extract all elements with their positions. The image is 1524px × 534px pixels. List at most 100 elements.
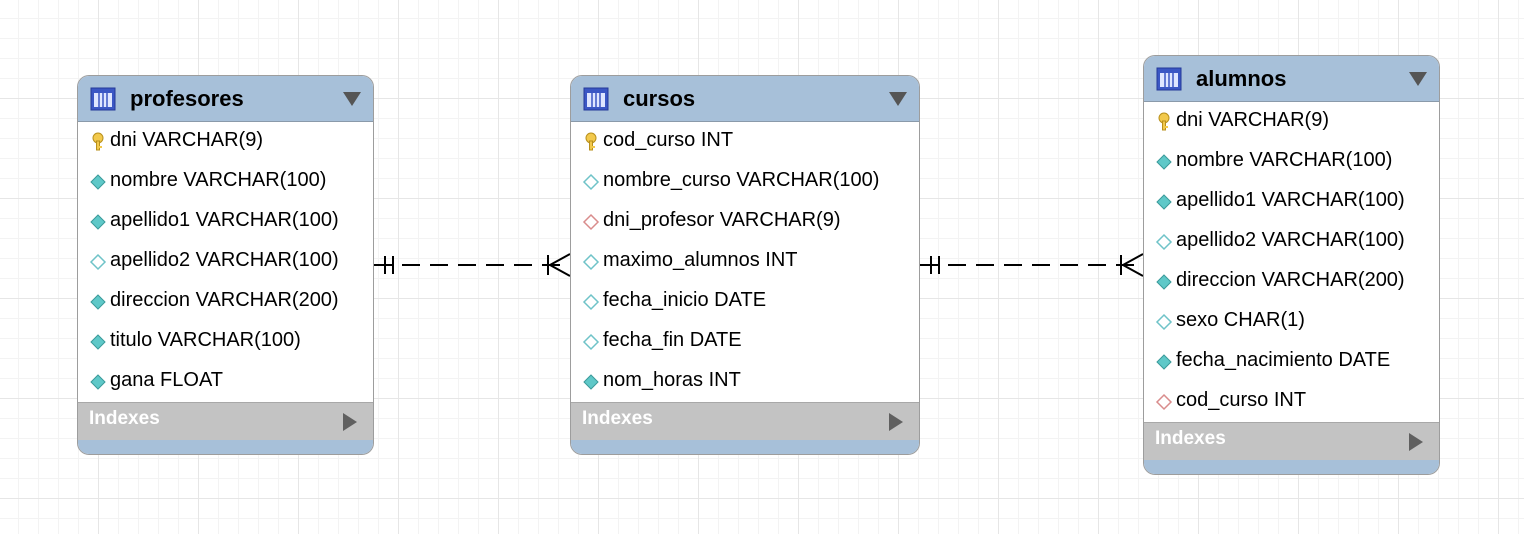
crows-foot: [1120, 253, 1144, 277]
column-row[interactable]: nombre VARCHAR(100): [1144, 142, 1439, 182]
column-label: apellido1 VARCHAR(100): [1176, 189, 1405, 211]
expand-arrow-icon[interactable]: [1409, 433, 1423, 451]
filled-diamond-icon: [1156, 274, 1172, 290]
column-row[interactable]: dni VARCHAR(9): [1144, 102, 1439, 142]
table-footer: [571, 440, 919, 454]
column-label: nom_horas INT: [603, 369, 741, 391]
table-name: profesores: [130, 86, 244, 111]
column-row[interactable]: fecha_fin DATE: [571, 322, 919, 362]
filled-diamond-icon: [1156, 354, 1172, 370]
column-row[interactable]: cod_curso INT: [571, 122, 919, 162]
filled-diamond-icon: [1156, 194, 1172, 210]
filled-diamond-icon: [583, 374, 599, 390]
column-label: fecha_nacimiento DATE: [1176, 349, 1391, 371]
table-footer: [1144, 460, 1439, 474]
column-row[interactable]: nombre_curso VARCHAR(100): [571, 162, 919, 202]
column-label: nombre_curso VARCHAR(100): [603, 169, 880, 191]
collapse-triangle-icon[interactable]: [343, 92, 361, 106]
column-row[interactable]: fecha_nacimiento DATE: [1144, 342, 1439, 382]
hollow-diamond-icon: [582, 333, 600, 351]
column-label: sexo CHAR(1): [1176, 309, 1305, 331]
column-label: titulo VARCHAR(100): [110, 329, 301, 351]
table-icon: [1156, 67, 1182, 91]
relationship-cursos-alumnos[interactable]: [920, 253, 1144, 277]
collapse-triangle-icon[interactable]: [889, 92, 907, 106]
indexes-section[interactable]: Indexes: [78, 402, 373, 440]
primary-key-icon: [585, 132, 597, 151]
primary-key-icon: [1158, 112, 1170, 131]
column-label: apellido2 VARCHAR(100): [110, 249, 339, 271]
column-row[interactable]: maximo_alumnos INT: [571, 242, 919, 282]
table-footer: [78, 440, 373, 454]
indexes-label: Indexes: [1155, 428, 1226, 449]
column-row[interactable]: apellido1 VARCHAR(100): [1144, 182, 1439, 222]
table-icon: [90, 87, 116, 111]
column-label: apellido2 VARCHAR(100): [1176, 229, 1405, 251]
column-row[interactable]: dni VARCHAR(9): [78, 122, 373, 162]
column-row[interactable]: fecha_inicio DATE: [571, 282, 919, 322]
table-header[interactable]: alumnos: [1144, 56, 1439, 102]
column-row[interactable]: gana FLOAT: [78, 362, 373, 402]
column-label: dni_profesor VARCHAR(9): [603, 209, 841, 231]
column-label: nombre VARCHAR(100): [110, 169, 327, 191]
column-label: dni VARCHAR(9): [1176, 109, 1329, 131]
indexes-label: Indexes: [89, 408, 160, 429]
indexes-label: Indexes: [582, 408, 653, 429]
column-row[interactable]: apellido2 VARCHAR(100): [1144, 222, 1439, 262]
filled-diamond-icon: [90, 294, 106, 310]
column-label: nombre VARCHAR(100): [1176, 149, 1393, 171]
filled-diamond-icon: [90, 334, 106, 350]
hollow-diamond-icon: [1155, 233, 1173, 251]
column-label: fecha_inicio DATE: [603, 289, 767, 311]
filled-diamond-icon: [1156, 154, 1172, 170]
column-label: dni VARCHAR(9): [110, 129, 263, 151]
collapse-triangle-icon[interactable]: [1409, 72, 1427, 86]
filled-diamond-icon: [90, 214, 106, 230]
column-list: dni VARCHAR(9) nombre VARCHAR(100) apellid…: [1144, 102, 1439, 422]
indexes-section[interactable]: Indexes: [1144, 422, 1439, 460]
hollow-diamond-icon: [582, 253, 600, 271]
primary-key-icon: [92, 132, 104, 151]
table-alumnos[interactable]: alumnos dni VARCHAR(9) nombre VARCHAR(100…: [1143, 55, 1440, 475]
column-label: direccion VARCHAR(200): [110, 289, 339, 311]
column-row[interactable]: apellido2 VARCHAR(100): [78, 242, 373, 282]
table-header[interactable]: cursos: [571, 76, 919, 122]
column-row[interactable]: apellido1 VARCHAR(100): [78, 202, 373, 242]
hollow-diamond-icon: [89, 253, 107, 271]
column-row[interactable]: titulo VARCHAR(100): [78, 322, 373, 362]
column-label: fecha_fin DATE: [603, 329, 742, 351]
table-header[interactable]: profesores: [78, 76, 373, 122]
hollow-diamond-icon: [582, 173, 600, 191]
column-row[interactable]: nom_horas INT: [571, 362, 919, 402]
foreign-key-diamond-icon: [1155, 393, 1173, 411]
relationship-profesores-cursos[interactable]: [374, 253, 571, 277]
column-row[interactable]: direccion VARCHAR(200): [78, 282, 373, 322]
table-profesores[interactable]: profesores dni VARCHAR(9) nombre VARCHAR(…: [77, 75, 374, 455]
filled-diamond-icon: [90, 374, 106, 390]
column-label: apellido1 VARCHAR(100): [110, 209, 339, 231]
column-list: cod_curso INT nombre_curso VARCHAR(100) dn…: [571, 122, 919, 402]
hollow-diamond-icon: [1155, 313, 1173, 331]
column-row[interactable]: dni_profesor VARCHAR(9): [571, 202, 919, 242]
column-row[interactable]: nombre VARCHAR(100): [78, 162, 373, 202]
column-list: dni VARCHAR(9) nombre VARCHAR(100) apellid…: [78, 122, 373, 402]
table-name: cursos: [623, 86, 696, 111]
column-row[interactable]: direccion VARCHAR(200): [1144, 262, 1439, 302]
column-row[interactable]: sexo CHAR(1): [1144, 302, 1439, 342]
column-label: direccion VARCHAR(200): [1176, 269, 1405, 291]
expand-arrow-icon[interactable]: [343, 413, 357, 431]
column-row[interactable]: cod_curso INT: [1144, 382, 1439, 422]
filled-diamond-icon: [90, 174, 106, 190]
crows-foot: [547, 253, 571, 277]
column-label: gana FLOAT: [110, 369, 224, 391]
column-label: cod_curso INT: [1176, 389, 1307, 411]
table-name: alumnos: [1196, 66, 1287, 91]
indexes-section[interactable]: Indexes: [571, 402, 919, 440]
table-cursos[interactable]: cursos cod_curso INT nombre_curso VARCHAR…: [570, 75, 920, 455]
expand-arrow-icon[interactable]: [889, 413, 903, 431]
column-label: maximo_alumnos INT: [603, 249, 798, 271]
hollow-diamond-icon: [582, 293, 600, 311]
foreign-key-diamond-icon: [582, 213, 600, 231]
column-label: cod_curso INT: [603, 129, 734, 151]
